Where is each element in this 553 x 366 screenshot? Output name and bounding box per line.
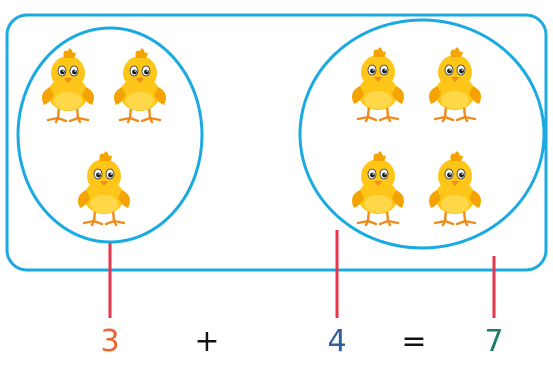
addend-2: 4 <box>317 322 357 362</box>
addend-1: 3 <box>90 322 130 362</box>
plus-sign: + <box>187 322 227 362</box>
equals-sign: = <box>394 322 434 362</box>
right-group-circle <box>300 20 544 248</box>
sum: 7 <box>474 322 514 362</box>
